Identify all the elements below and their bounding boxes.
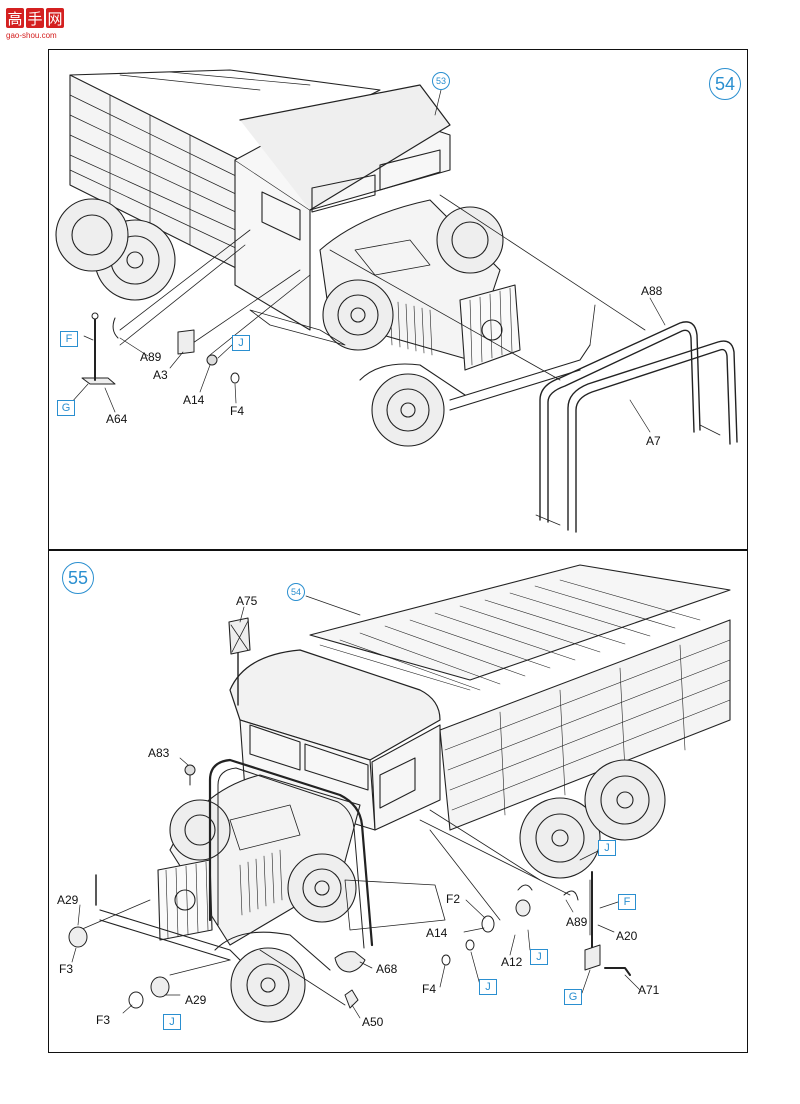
part-label-A29-left: A29 xyxy=(57,893,79,907)
step-54-number: 54 xyxy=(709,68,741,100)
step55-truck xyxy=(68,564,731,1023)
paint-box-F: F xyxy=(618,894,636,910)
part-label-F3-left: F3 xyxy=(59,962,74,976)
instruction-frame xyxy=(48,49,748,1053)
part-label-F3-bottom: F3 xyxy=(96,1013,111,1027)
part-label-F4: F4 xyxy=(230,404,245,418)
part-label-F4: F4 xyxy=(422,982,437,996)
step-55-ref-54: 54 xyxy=(287,583,305,601)
part-label-A75: A75 xyxy=(236,594,258,608)
part-label-A64: A64 xyxy=(106,412,128,426)
step54-truck xyxy=(55,69,646,447)
step-divider xyxy=(48,549,748,551)
part-label-A50: A50 xyxy=(362,1015,384,1029)
paint-box-F: F xyxy=(60,331,78,347)
part-label-A7: A7 xyxy=(646,434,661,448)
part-label-A68: A68 xyxy=(376,962,398,976)
paint-box-J-rear: J xyxy=(598,840,616,856)
part-label-A89: A89 xyxy=(140,350,162,364)
paint-box-J-mirror: J xyxy=(530,949,548,965)
step-55-number: 55 xyxy=(62,562,94,594)
step-54-ref-53: 53 xyxy=(432,72,450,90)
step54-leaders xyxy=(70,89,666,433)
logo-char-3: 网 xyxy=(47,10,62,28)
part-label-A20: A20 xyxy=(616,929,638,943)
logo-url: gao-shou.com xyxy=(6,31,57,40)
part-label-F2: F2 xyxy=(446,892,461,906)
part-label-A3: A3 xyxy=(153,368,168,382)
step55-leaders xyxy=(71,595,641,1019)
part-label-A14: A14 xyxy=(426,926,448,940)
paint-box-G: G xyxy=(57,400,75,416)
part-label-A88: A88 xyxy=(641,284,663,298)
paint-box-J: J xyxy=(232,335,250,351)
part-label-A83: A83 xyxy=(148,746,170,760)
paint-box-J-headlight: J xyxy=(163,1014,181,1030)
part-label-A14: A14 xyxy=(183,393,205,407)
part-label-A89: A89 xyxy=(566,915,588,929)
part-label-A71: A71 xyxy=(638,983,660,997)
paint-box-J-lamp: J xyxy=(479,979,497,995)
step54-cab-frame-bars xyxy=(535,321,738,533)
part-label-A12: A12 xyxy=(501,955,523,969)
part-label-A29-bottom: A29 xyxy=(185,993,207,1007)
paint-box-G: G xyxy=(564,989,582,1005)
logo-char-2: 手 xyxy=(27,10,42,28)
site-logo: 高 手 网 gao-shou.com xyxy=(4,4,74,40)
logo-char-1: 高 xyxy=(7,10,22,28)
